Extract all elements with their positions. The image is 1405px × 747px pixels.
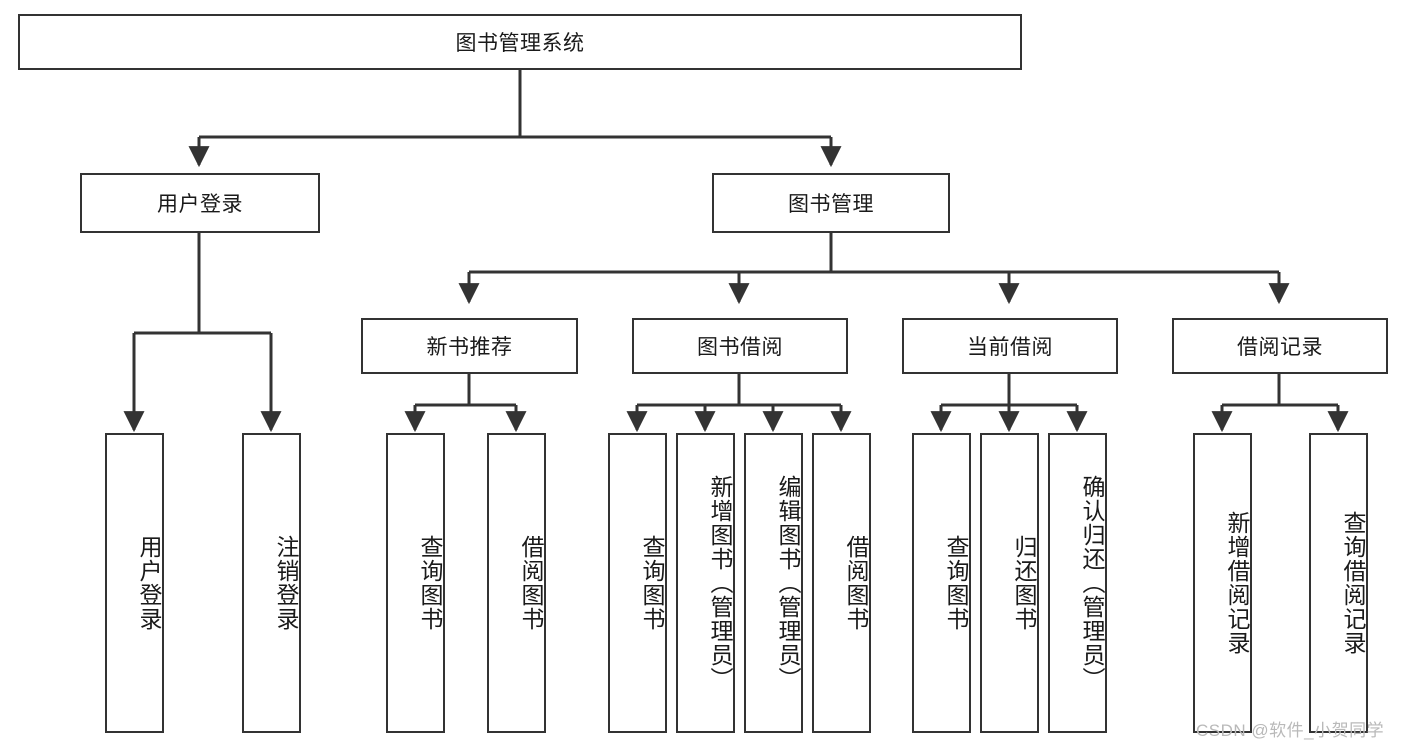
node-leaf-query-book-3[interactable]: 查询图书	[912, 433, 971, 733]
node-leaf-query-book-1[interactable]: 查询图书	[386, 433, 445, 733]
node-current-borrow-label: 当前借阅	[967, 336, 1053, 359]
node-user-login[interactable]: 用户登录	[80, 173, 320, 233]
node-leaf-query-book-3-label: 查询图书	[943, 535, 969, 631]
node-book-borrow[interactable]: 图书借阅	[632, 318, 848, 374]
node-leaf-add-book[interactable]: 新增图书（管理员）	[676, 433, 735, 733]
node-leaf-borrow-book-2-label: 借阅图书	[843, 535, 869, 631]
node-book-manage-label: 图书管理	[788, 193, 874, 216]
node-leaf-query-record[interactable]: 查询借阅记录	[1309, 433, 1368, 733]
node-current-borrow[interactable]: 当前借阅	[902, 318, 1118, 374]
node-user-login-label: 用户登录	[157, 193, 243, 216]
node-borrow-record[interactable]: 借阅记录	[1172, 318, 1388, 374]
node-root-label: 图书管理系统	[455, 32, 585, 55]
node-leaf-add-book-label: 新增图书（管理员）	[707, 475, 733, 691]
node-borrow-record-label: 借阅记录	[1237, 336, 1323, 359]
node-leaf-add-record-label: 新增借阅记录	[1224, 511, 1250, 655]
node-leaf-borrow-book-1-label: 借阅图书	[518, 535, 544, 631]
csdn-watermark: CSDN @软件_小贺同学	[1196, 721, 1385, 740]
node-leaf-query-book-1-label: 查询图书	[417, 535, 443, 631]
node-leaf-confirm-return[interactable]: 确认归还（管理员）	[1048, 433, 1107, 733]
node-leaf-borrow-book-2[interactable]: 借阅图书	[812, 433, 871, 733]
node-leaf-query-book-2-label: 查询图书	[639, 535, 665, 631]
node-new-book-rec-label: 新书推荐	[426, 336, 513, 359]
node-leaf-add-record[interactable]: 新增借阅记录	[1193, 433, 1252, 733]
node-leaf-query-record-label: 查询借阅记录	[1340, 511, 1366, 655]
node-leaf-user-login[interactable]: 用户登录	[105, 433, 164, 733]
node-leaf-edit-book-label: 编辑图书（管理员）	[775, 475, 801, 691]
node-leaf-query-book-2[interactable]: 查询图书	[608, 433, 667, 733]
node-leaf-user-login-label: 用户登录	[136, 535, 162, 631]
node-leaf-return-book[interactable]: 归还图书	[980, 433, 1039, 733]
node-leaf-return-book-label: 归还图书	[1011, 535, 1037, 631]
node-leaf-logout[interactable]: 注销登录	[242, 433, 301, 733]
node-root[interactable]: 图书管理系统	[18, 14, 1022, 70]
node-leaf-logout-label: 注销登录	[273, 535, 299, 631]
node-book-borrow-label: 图书借阅	[697, 336, 783, 359]
node-new-book-rec[interactable]: 新书推荐	[361, 318, 578, 374]
node-leaf-edit-book[interactable]: 编辑图书（管理员）	[744, 433, 803, 733]
node-leaf-borrow-book-1[interactable]: 借阅图书	[487, 433, 546, 733]
node-book-manage[interactable]: 图书管理	[712, 173, 950, 233]
node-leaf-confirm-return-label: 确认归还（管理员）	[1079, 475, 1105, 691]
